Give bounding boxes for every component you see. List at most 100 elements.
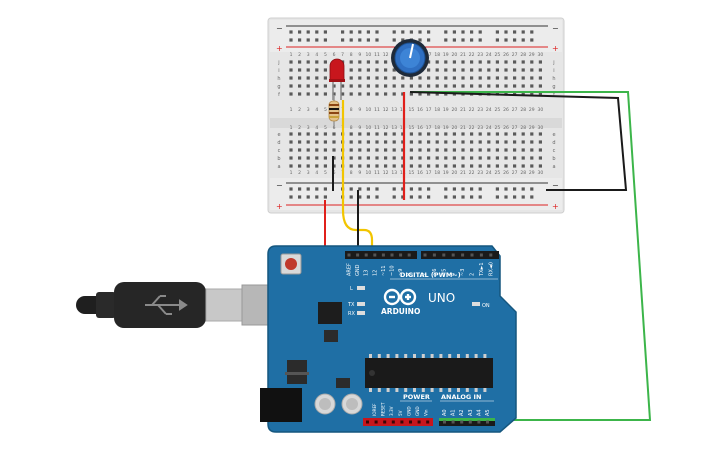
digital-pin-hole[interactable] bbox=[373, 253, 377, 257]
rail-hole[interactable] bbox=[444, 187, 448, 191]
rail-hole[interactable] bbox=[504, 195, 508, 199]
rail-hole[interactable] bbox=[495, 195, 499, 199]
rail-hole[interactable] bbox=[530, 195, 534, 199]
breadboard-hole[interactable] bbox=[513, 132, 517, 136]
breadboard-hole[interactable] bbox=[530, 68, 534, 72]
rail-hole[interactable] bbox=[323, 187, 327, 191]
breadboard-hole[interactable] bbox=[521, 132, 525, 136]
breadboard-hole[interactable] bbox=[444, 156, 448, 160]
breadboard-hole[interactable] bbox=[366, 76, 370, 80]
digital-pin-hole[interactable] bbox=[407, 253, 411, 257]
breadboard-hole[interactable] bbox=[289, 156, 293, 160]
rail-hole[interactable] bbox=[375, 38, 379, 42]
breadboard-hole[interactable] bbox=[315, 92, 319, 96]
breadboard-hole[interactable] bbox=[513, 84, 517, 88]
breadboard-hole[interactable] bbox=[435, 148, 439, 152]
breadboard-hole[interactable] bbox=[418, 140, 422, 144]
breadboard-hole[interactable] bbox=[435, 140, 439, 144]
breadboard-hole[interactable] bbox=[478, 76, 482, 80]
breadboard-hole[interactable] bbox=[332, 132, 336, 136]
rail-hole[interactable] bbox=[418, 38, 422, 42]
breadboard-hole[interactable] bbox=[358, 132, 362, 136]
breadboard-hole[interactable] bbox=[427, 164, 431, 168]
breadboard-hole[interactable] bbox=[513, 92, 517, 96]
breadboard-hole[interactable] bbox=[384, 156, 388, 160]
breadboard-hole[interactable] bbox=[513, 76, 517, 80]
breadboard-hole[interactable] bbox=[289, 76, 293, 80]
digital-pin-hole[interactable] bbox=[432, 253, 436, 257]
rail-hole[interactable] bbox=[495, 38, 499, 42]
breadboard-hole[interactable] bbox=[452, 60, 456, 64]
breadboard-hole[interactable] bbox=[315, 132, 319, 136]
breadboard-hole[interactable] bbox=[358, 148, 362, 152]
breadboard-hole[interactable] bbox=[289, 68, 293, 72]
rail-hole[interactable] bbox=[530, 187, 534, 191]
breadboard-hole[interactable] bbox=[530, 60, 534, 64]
breadboard-hole[interactable] bbox=[384, 68, 388, 72]
breadboard-hole[interactable] bbox=[375, 84, 379, 88]
breadboard-hole[interactable] bbox=[349, 68, 353, 72]
power-header[interactable] bbox=[363, 418, 433, 426]
breadboard-hole[interactable] bbox=[315, 68, 319, 72]
breadboard-hole[interactable] bbox=[521, 140, 525, 144]
breadboard-hole[interactable] bbox=[306, 84, 310, 88]
breadboard-hole[interactable] bbox=[409, 148, 413, 152]
breadboard-hole[interactable] bbox=[289, 164, 293, 168]
rail-hole[interactable] bbox=[375, 195, 379, 199]
rail-hole[interactable] bbox=[470, 30, 474, 34]
breadboard-hole[interactable] bbox=[315, 60, 319, 64]
rail-hole[interactable] bbox=[358, 195, 362, 199]
breadboard-hole[interactable] bbox=[401, 148, 405, 152]
breadboard-hole[interactable] bbox=[495, 60, 499, 64]
rail-hole[interactable] bbox=[298, 187, 302, 191]
breadboard-hole[interactable] bbox=[538, 148, 542, 152]
breadboard-hole[interactable] bbox=[452, 132, 456, 136]
rail-hole[interactable] bbox=[452, 38, 456, 42]
breadboard-hole[interactable] bbox=[323, 92, 327, 96]
digital-pin-hole[interactable] bbox=[479, 253, 483, 257]
breadboard-hole[interactable] bbox=[530, 132, 534, 136]
breadboard-hole[interactable] bbox=[513, 164, 517, 168]
rail-hole[interactable] bbox=[306, 38, 310, 42]
rail-hole[interactable] bbox=[504, 30, 508, 34]
breadboard-hole[interactable] bbox=[366, 148, 370, 152]
rail-hole[interactable] bbox=[298, 195, 302, 199]
breadboard-hole[interactable] bbox=[323, 76, 327, 80]
digital-pin-hole[interactable] bbox=[442, 253, 446, 257]
reset-button-cap[interactable] bbox=[285, 258, 297, 270]
breadboard-hole[interactable] bbox=[504, 76, 508, 80]
breadboard-hole[interactable] bbox=[487, 132, 491, 136]
breadboard-hole[interactable] bbox=[444, 140, 448, 144]
rail-hole[interactable] bbox=[478, 38, 482, 42]
digital-pin-hole[interactable] bbox=[390, 253, 394, 257]
rail-hole[interactable] bbox=[315, 30, 319, 34]
rail-hole[interactable] bbox=[521, 30, 525, 34]
power-pin-hole[interactable] bbox=[374, 420, 378, 424]
breadboard-hole[interactable] bbox=[375, 76, 379, 80]
digital-pin-hole[interactable] bbox=[423, 253, 427, 257]
breadboard-hole[interactable] bbox=[409, 140, 413, 144]
breadboard-hole[interactable] bbox=[323, 60, 327, 64]
breadboard-hole[interactable] bbox=[418, 92, 422, 96]
breadboard-hole[interactable] bbox=[513, 68, 517, 72]
breadboard-hole[interactable] bbox=[470, 84, 474, 88]
rail-hole[interactable] bbox=[409, 30, 413, 34]
breadboard-hole[interactable] bbox=[392, 164, 396, 168]
breadboard-hole[interactable] bbox=[530, 148, 534, 152]
rail-hole[interactable] bbox=[366, 195, 370, 199]
breadboard-hole[interactable] bbox=[513, 140, 517, 144]
rail-hole[interactable] bbox=[495, 30, 499, 34]
breadboard-hole[interactable] bbox=[418, 148, 422, 152]
rail-hole[interactable] bbox=[452, 187, 456, 191]
breadboard-hole[interactable] bbox=[306, 92, 310, 96]
breadboard-hole[interactable] bbox=[289, 148, 293, 152]
breadboard-hole[interactable] bbox=[409, 84, 413, 88]
rail-hole[interactable] bbox=[366, 187, 370, 191]
digital-header-holes[interactable] bbox=[347, 253, 493, 257]
breadboard-hole[interactable] bbox=[392, 132, 396, 136]
breadboard-hole[interactable] bbox=[375, 92, 379, 96]
breadboard-hole[interactable] bbox=[332, 140, 336, 144]
rail-hole[interactable] bbox=[427, 38, 431, 42]
rail-hole[interactable] bbox=[461, 187, 465, 191]
rail-hole[interactable] bbox=[349, 195, 353, 199]
